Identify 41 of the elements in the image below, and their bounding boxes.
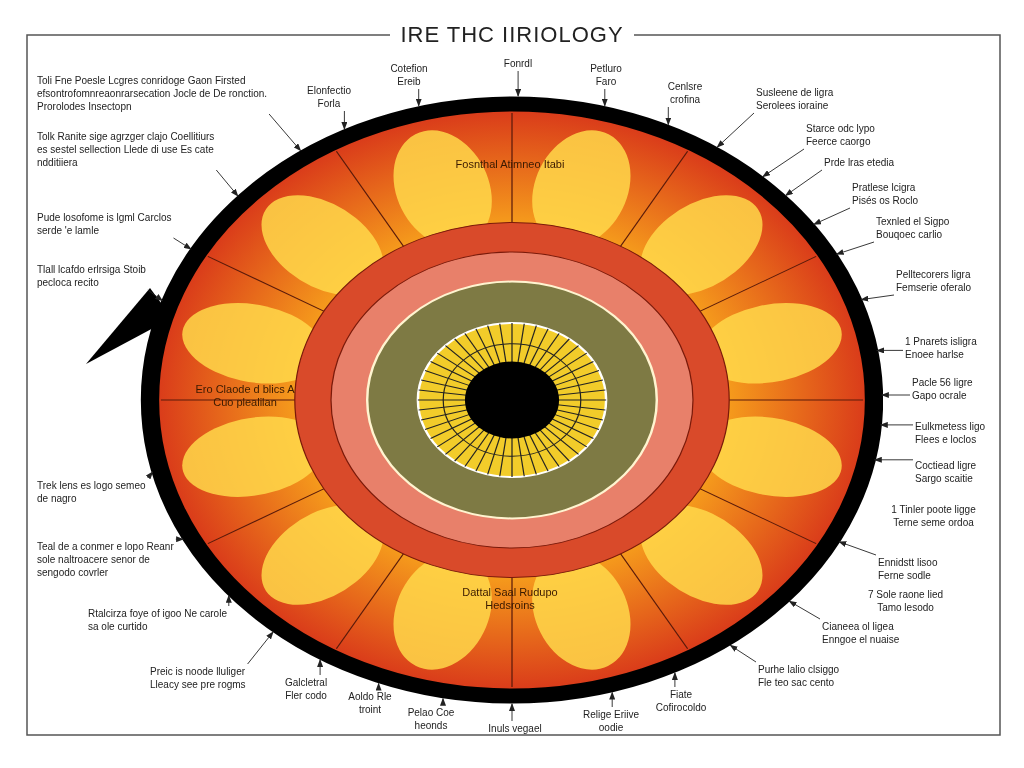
callout-label: Tlall lcafdo erlrsiga Stoib pecloca recito — [37, 263, 157, 289]
callout-label: Pelltecorers ligra Femserie oferalo — [896, 268, 991, 294]
callout-label: Preic is noode lluliger Lleacy see pre rogms — [150, 665, 275, 691]
callout-label: Petluro Faro — [580, 62, 632, 88]
callout-label: Prde lras etedia — [824, 156, 914, 169]
callout-label: Tolk Ranite sige agrzger clajo Coellitiurs es sestel sellection Llede di use Es cate ndditiiera — [37, 130, 227, 169]
callout-label: Toli Fne Poesle Lcgres conridoge Gaon Firsted efsontrofomnreaonrarsecation Jocle de De ronction. Prorolodes Insectopn — [37, 74, 282, 113]
leader-line — [375, 682, 382, 691]
callout-label: Teal de a conmer e lopo Reanr sole naltroacere senor de sengodo covrler — [37, 540, 187, 579]
callout-label: Pratlese lcigra Pisés os Roclo — [852, 181, 942, 207]
callout-label: Pude losofome is lgml Carclos serde 'e lamle — [37, 211, 177, 237]
callout-label: Rtalcirza foye of igoo Ne carole sa ole curtido — [88, 607, 238, 633]
callout-label: Eulkmetess ligo Flees e loclos — [915, 420, 1005, 446]
leader-line — [145, 471, 154, 480]
callout-label: Texnled el Sigpo Bouqoec carlio — [876, 215, 971, 241]
callout-label: Ennidstt lisoo Ferne sodle — [878, 556, 958, 582]
callout-label: 1 Pnarets isligra Enoee harlse — [905, 335, 1000, 361]
callout-label: Relige Eriive oodie — [582, 708, 640, 734]
callout-label: Galcletral Fler codo — [275, 676, 337, 702]
callout-label: Coctiead ligre Sargo scaitie — [915, 459, 1005, 485]
callout-label: Cenlsre crofina — [656, 80, 714, 106]
leader-line — [175, 536, 185, 543]
zone-label: Ero Claode d blics A Cuo plealilan — [194, 383, 296, 409]
zone-label: Fosnthal Atimneo Itabi — [455, 158, 565, 171]
callout-label: Pacle 56 ligre Gapo ocrale — [912, 376, 984, 402]
callout-label: Pelao Coe heonds — [402, 706, 460, 732]
callout-label: Susleene de ligra Serolees ioraine — [756, 86, 856, 112]
callout-label: Elonfectio Forla — [298, 84, 360, 110]
zone-label: Dattal Saal Rudupo Hedsroins — [461, 586, 559, 612]
callout-label: Aoldo Rle troint — [345, 690, 395, 716]
callout-label: 7 Sole raone lied Tamo lesodo — [866, 588, 945, 614]
callout-label: Fiate Cofirocoldo — [650, 688, 712, 714]
callout-label: Fonrdl — [495, 57, 541, 70]
callout-label: Cotefion Ereib — [380, 62, 438, 88]
callout-label: Cianeea ol ligea Enngoe el nuaise — [822, 620, 912, 646]
callout-label: 1 Tinler poote ligge Terne seme ordoa — [890, 503, 977, 529]
leader-line — [440, 697, 446, 706]
callout-label: Purhe lalio clsiggo Fle teo sac cento — [758, 663, 853, 689]
callout-label: Starce odc lypo Feerce caorgo — [806, 122, 896, 148]
callout-label: Trek lens es logo semeo de nagro — [37, 479, 147, 505]
callout-label: Inuls vegael — [485, 722, 545, 735]
